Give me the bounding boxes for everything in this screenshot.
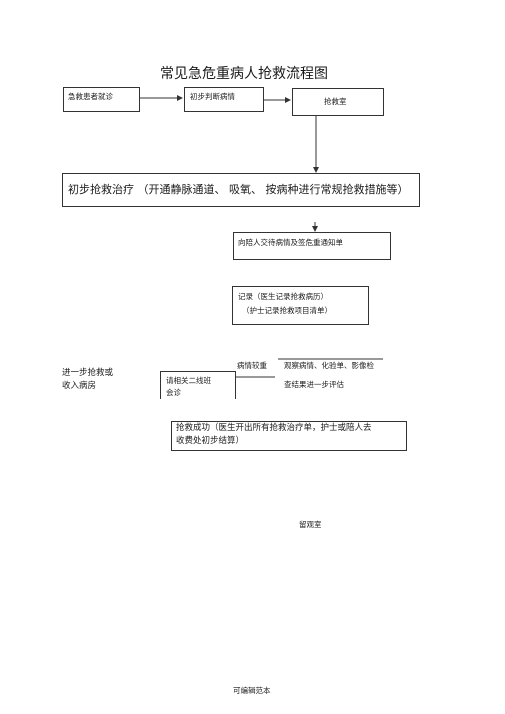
further-line2: 收入病房 bbox=[62, 381, 97, 391]
step-notify-family-box: 向陪人交待病情及签危重通知单 bbox=[233, 232, 391, 260]
step-notify-family-label: 向陪人交待病情及签危重通知单 bbox=[238, 238, 343, 247]
step-consult-line1: 请相关二线班 bbox=[166, 376, 211, 385]
page-title: 常见急危重病人抢救流程图 bbox=[160, 66, 328, 82]
step-record-line1: 记录（医生记录抢救病历） bbox=[238, 292, 328, 301]
footer-text: 可编辑范本 bbox=[233, 686, 271, 695]
step-rescue-room-box: 抢救室 bbox=[292, 88, 384, 116]
observe-line2: 查结果进一步评估 bbox=[284, 380, 344, 389]
step-record-line2: （护士记录抢救项目清单） bbox=[242, 306, 332, 315]
step-success-line2: 收费处初步结算） bbox=[176, 436, 245, 446]
further-line1: 进一步抢救或 bbox=[62, 368, 114, 378]
step-initial-treatment-label: 初步抢救治疗 （开通静脉通道、 吸氧、 按病种进行常规抢救措施等） bbox=[68, 183, 409, 196]
condition-change-label: 病情较重 bbox=[237, 361, 267, 370]
step-rescue-room-label: 抢救室 bbox=[324, 97, 347, 106]
step-success-line1: 抢救成功（医生开出所有抢救治疗单，护士或陪人去 bbox=[176, 423, 372, 433]
step-initial-judgment-label: 初步判断病情 bbox=[190, 92, 235, 101]
step-consult-box: 请相关二线班 会诊 bbox=[160, 371, 236, 399]
step-arrival-label: 急救患者就诊 bbox=[68, 92, 113, 101]
step-consult-line2: 会诊 bbox=[166, 388, 181, 397]
observe-line1: 观察病情、化验单、影像检 bbox=[284, 361, 374, 370]
step-record-box: 记录（医生记录抢救病历） （护士记录抢救项目清单） bbox=[232, 286, 369, 325]
step-success-box: 抢救成功（医生开出所有抢救治疗单，护士或陪人去 收费处初步结算） bbox=[171, 421, 407, 451]
observation-room-label: 留观室 bbox=[299, 520, 322, 529]
step-arrival-box: 急救患者就诊 bbox=[63, 87, 140, 112]
step-initial-judgment-box: 初步判断病情 bbox=[184, 87, 264, 112]
step-initial-treatment-box: 初步抢救治疗 （开通静脉通道、 吸氧、 按病种进行常规抢救措施等） bbox=[62, 173, 420, 207]
